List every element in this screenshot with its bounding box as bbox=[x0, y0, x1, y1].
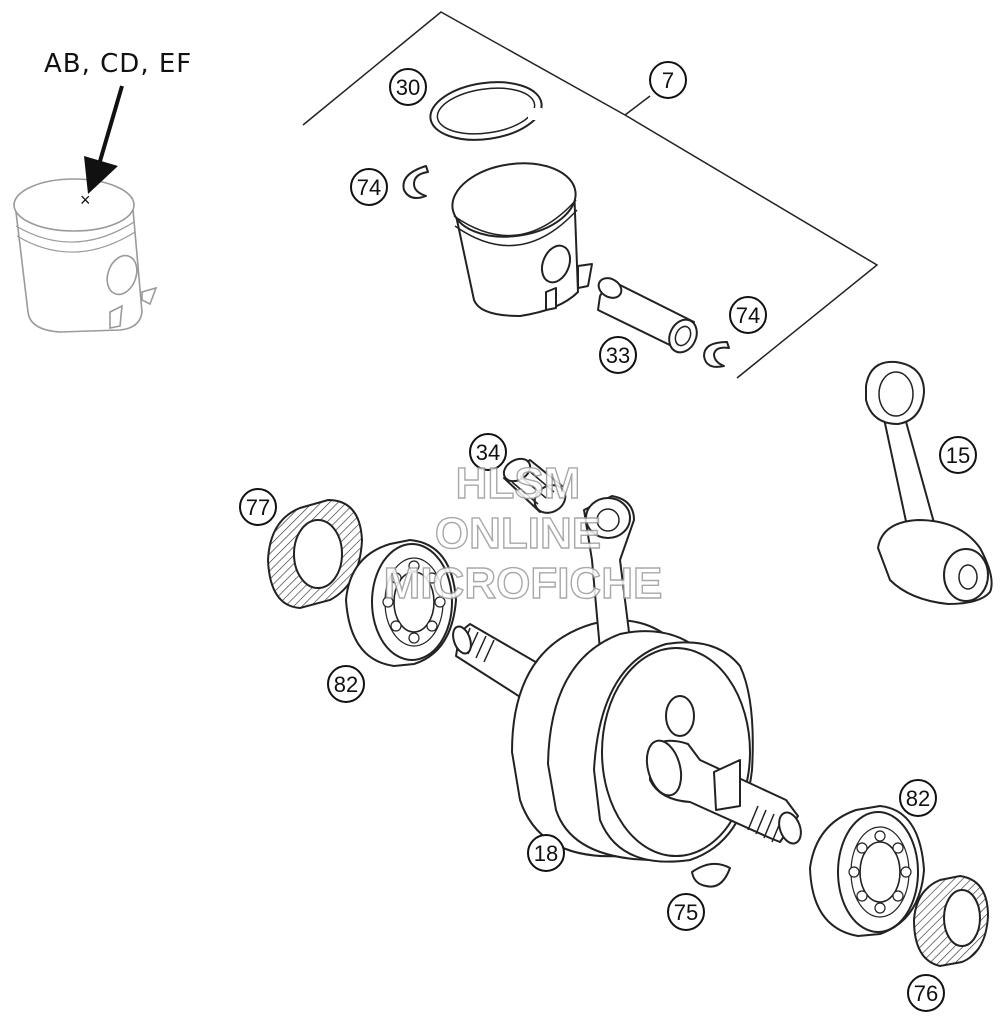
callout-74-upper[interactable]: 74 bbox=[350, 168, 388, 206]
callout-74-lower[interactable]: 74 bbox=[729, 296, 767, 334]
shaft-seal-right bbox=[912, 874, 990, 968]
callout-75[interactable]: 75 bbox=[667, 893, 705, 931]
svg-text:7: 7 bbox=[662, 68, 674, 93]
callout-33[interactable]: 33 bbox=[599, 336, 637, 374]
svg-text:82: 82 bbox=[334, 672, 358, 697]
ball-bearing-left bbox=[345, 539, 457, 667]
circlip-lower bbox=[703, 341, 730, 368]
callout-34[interactable]: 34 bbox=[469, 433, 507, 471]
svg-text:77: 77 bbox=[246, 495, 270, 520]
piston-size-classes-label: AB, CD, EF bbox=[44, 49, 192, 79]
crankshaft bbox=[452, 495, 802, 863]
reference-piston bbox=[13, 178, 158, 333]
callout-18[interactable]: 18 bbox=[527, 834, 565, 872]
piston bbox=[451, 162, 593, 317]
svg-text:74: 74 bbox=[736, 303, 760, 328]
shaft-seal-left bbox=[266, 498, 364, 610]
svg-text:76: 76 bbox=[914, 981, 938, 1006]
callout-82-right[interactable]: 82 bbox=[899, 779, 937, 817]
callout-77[interactable]: 77 bbox=[239, 488, 277, 526]
callout-15[interactable]: 15 bbox=[939, 436, 977, 474]
needle-bearing bbox=[502, 457, 567, 514]
piston-pin bbox=[597, 277, 698, 354]
pointer-arrow bbox=[84, 85, 124, 194]
callout-30[interactable]: 30 bbox=[389, 68, 427, 106]
watermark-line-2: ONLINE bbox=[435, 509, 601, 558]
woodruff-key bbox=[691, 862, 731, 888]
watermark: HLSM ONLINE MICROFICHE bbox=[383, 458, 663, 608]
piston-ring bbox=[429, 81, 543, 141]
watermark-line-1: HLSM bbox=[456, 459, 581, 508]
svg-text:34: 34 bbox=[476, 440, 500, 465]
svg-text:18: 18 bbox=[534, 841, 558, 866]
watermark-line-3: MICROFICHE bbox=[384, 559, 663, 608]
svg-text:33: 33 bbox=[606, 343, 630, 368]
ball-bearing-right bbox=[809, 805, 925, 937]
callout-7[interactable]: 7 bbox=[649, 61, 687, 99]
callout-76[interactable]: 76 bbox=[907, 974, 945, 1012]
svg-text:74: 74 bbox=[357, 175, 381, 200]
connecting-rod bbox=[865, 360, 993, 605]
piston-kit-bracket bbox=[302, 11, 879, 379]
callout-82-left[interactable]: 82 bbox=[327, 665, 365, 703]
piston-mark-x: × bbox=[80, 190, 91, 210]
circlip-upper bbox=[402, 165, 429, 199]
svg-text:75: 75 bbox=[674, 900, 698, 925]
svg-text:30: 30 bbox=[396, 75, 420, 100]
svg-text:15: 15 bbox=[946, 443, 970, 468]
svg-text:82: 82 bbox=[906, 786, 930, 811]
